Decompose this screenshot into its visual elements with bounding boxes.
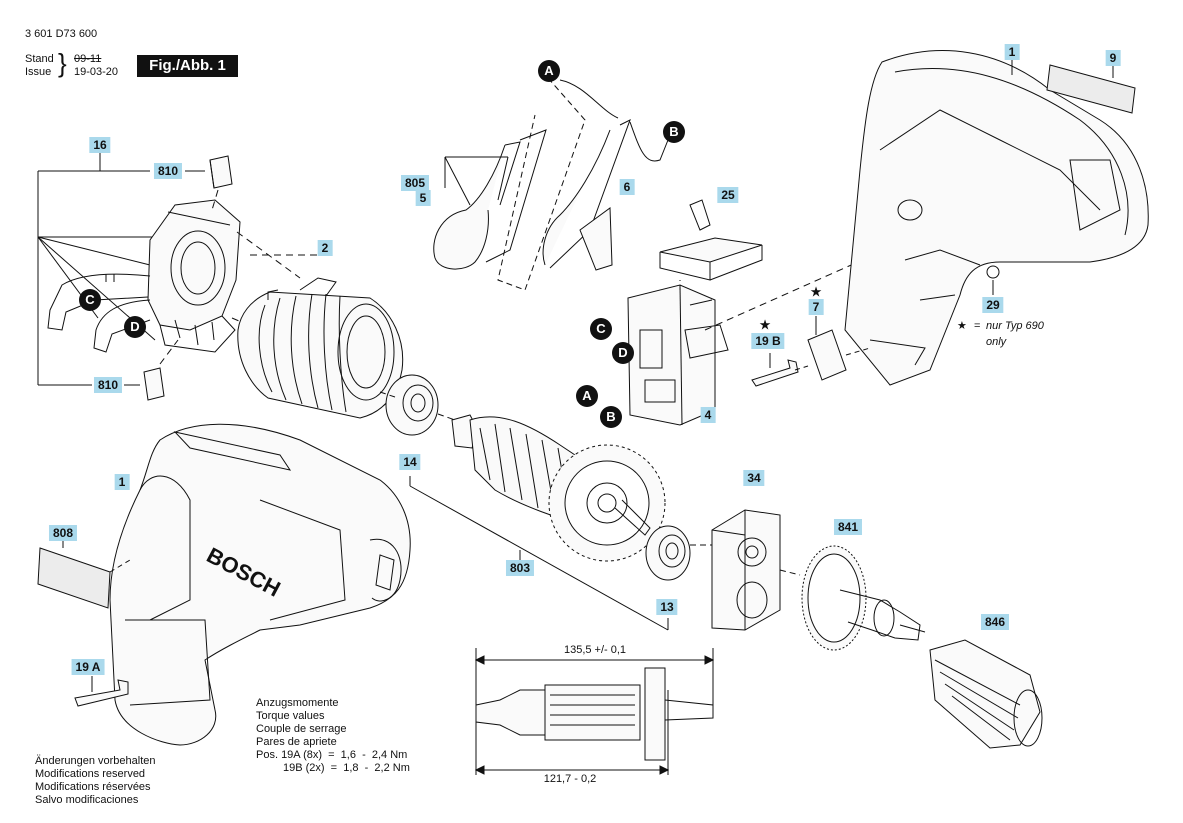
changes-fr: Modifications réservées bbox=[35, 781, 151, 793]
callout-16: 16 bbox=[89, 137, 111, 153]
torque-line-fr: Couple de serrage bbox=[256, 723, 347, 735]
changes-es: Salvo modificaciones bbox=[35, 794, 139, 806]
connector-a-switch: A bbox=[576, 385, 598, 407]
housing-half-drawing bbox=[844, 50, 1149, 386]
field-coil-drawing bbox=[237, 277, 404, 419]
connector-b-top: B bbox=[663, 121, 685, 143]
callout-803: 803 bbox=[505, 560, 535, 576]
callout-9: 9 bbox=[1105, 50, 1121, 66]
star-note-symbol: ★ bbox=[957, 320, 967, 332]
torque-line-en: Torque values bbox=[256, 710, 325, 722]
callout-4: 4 bbox=[700, 407, 716, 423]
armature-drawing bbox=[451, 414, 666, 562]
switch-drawing bbox=[627, 284, 729, 426]
callout-2: 2 bbox=[317, 240, 333, 256]
callout-19a: 19 A bbox=[71, 659, 105, 675]
star-note-equals: = bbox=[974, 320, 981, 332]
changes-de: Änderungen vorbehalten bbox=[35, 755, 156, 767]
callout-841: 841 bbox=[833, 519, 863, 535]
bearing-13-drawing bbox=[645, 525, 691, 581]
figure-label: Fig./Abb. 1 bbox=[137, 55, 238, 77]
torque-line-es: Pares de apriete bbox=[256, 736, 337, 748]
changes-en: Modifications reserved bbox=[35, 768, 146, 780]
callout-7: 7 bbox=[808, 299, 824, 315]
callout-808: 808 bbox=[48, 525, 78, 541]
connector-d-switch: D bbox=[612, 342, 634, 364]
star-note-only: only bbox=[986, 336, 1007, 348]
dimension-top: 135,5 +/- 0,1 bbox=[560, 644, 630, 656]
stand-label: Stand bbox=[25, 53, 54, 65]
bracket-16-lines bbox=[37, 148, 160, 386]
callout-13: 13 bbox=[656, 599, 678, 615]
chuck-drawing bbox=[929, 639, 1043, 749]
cable-drawing bbox=[433, 79, 669, 271]
connector-b-switch: B bbox=[600, 406, 622, 428]
callout-805: 805 bbox=[400, 175, 430, 191]
dimension-bottom: 121,7 - 0,2 bbox=[540, 773, 600, 785]
star-7: ★ bbox=[809, 283, 823, 300]
callout-6: 6 bbox=[619, 179, 635, 195]
connector-c-switch: C bbox=[590, 318, 612, 340]
callout-29: 29 bbox=[982, 297, 1004, 313]
brush-holder-drawing bbox=[47, 199, 241, 353]
header-brace: } bbox=[58, 48, 67, 78]
star-note-text: nur Typ 690 bbox=[986, 320, 1044, 332]
star-19b: ★ bbox=[758, 316, 772, 333]
pusher-drawing bbox=[659, 199, 763, 281]
callout-34: 34 bbox=[743, 470, 765, 486]
changes-reserved-block: Änderungen vorbehalten Modifications res… bbox=[35, 755, 155, 807]
callout-810-bottom: 810 bbox=[93, 377, 123, 393]
part-number: 3 601 D73 600 bbox=[25, 28, 98, 40]
bearing-14-drawing bbox=[385, 374, 439, 436]
drill-assembled-drawing bbox=[109, 423, 411, 746]
torque-line-de: Anzugsmomente bbox=[256, 697, 339, 709]
issue-date: 19-03-20 bbox=[74, 66, 119, 78]
stand-date: 09-11 bbox=[74, 53, 102, 65]
torque-pos-19b: 19B (2x) = 1,8 - 2,2 Nm bbox=[283, 762, 410, 774]
gear-spindle-drawing bbox=[801, 545, 926, 651]
connector-c-left: C bbox=[79, 289, 101, 311]
callout-25: 25 bbox=[717, 187, 739, 203]
issue-label: Issue bbox=[25, 66, 52, 78]
torque-values-block: Anzugsmomente Torque values Couple de se… bbox=[256, 697, 410, 775]
connector-d-left: D bbox=[124, 316, 146, 338]
bearing-plate-drawing bbox=[711, 509, 781, 631]
callout-1-housing: 1 bbox=[1004, 44, 1020, 60]
dimension-drawing bbox=[474, 648, 715, 775]
callout-810-top: 810 bbox=[153, 163, 183, 179]
callout-846: 846 bbox=[980, 614, 1010, 630]
torque-pos-19a: Pos. 19A (8x) = 1,6 - 2,4 Nm bbox=[256, 749, 408, 761]
callout-19b: 19 B bbox=[751, 333, 785, 349]
callout-5: 5 bbox=[415, 190, 431, 206]
callout-14: 14 bbox=[399, 454, 421, 470]
callout-1-drill: 1 bbox=[114, 474, 130, 490]
connector-a-top: A bbox=[538, 60, 560, 82]
